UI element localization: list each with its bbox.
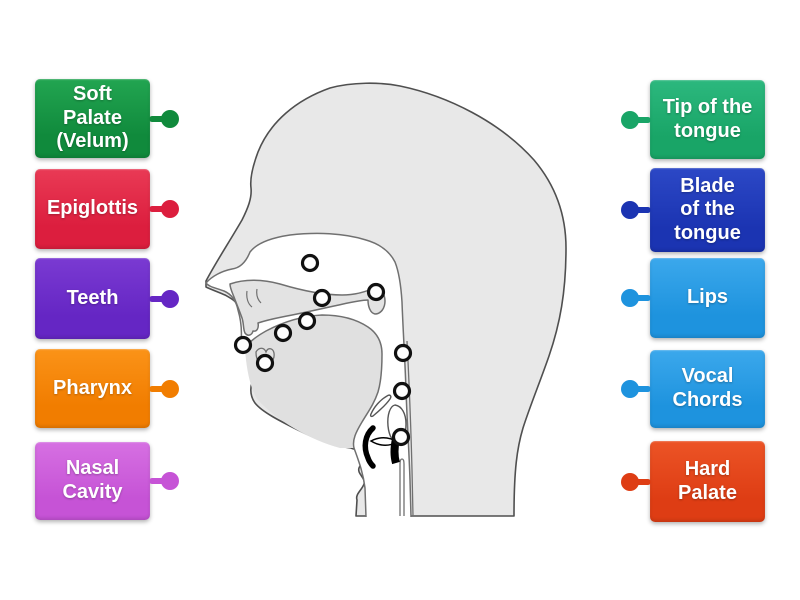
connector-dot <box>161 200 179 218</box>
label-text: Lips <box>686 286 729 309</box>
target-marker[interactable] <box>273 323 293 343</box>
connector-stub <box>634 386 651 392</box>
target-marker[interactable] <box>312 288 332 308</box>
label-text: Hard Palate <box>678 457 737 504</box>
label-chip-soft-palate-velum[interactable]: Soft Palate (Velum) <box>35 79 179 158</box>
label-text: Vocal Chords <box>672 365 743 411</box>
epiglottis-flap <box>369 394 392 418</box>
connector-stub <box>149 295 166 302</box>
target-marker[interactable] <box>391 427 411 447</box>
label-chip-pharynx[interactable]: Pharynx <box>35 349 179 428</box>
target-marker[interactable] <box>392 381 412 401</box>
connector-dot <box>621 201 639 219</box>
label-text: Tip of the tongue <box>662 95 753 142</box>
maxilla-detail <box>246 288 262 308</box>
label-text: Soft Palate (Velum) <box>56 83 129 153</box>
connector-stub <box>149 115 166 122</box>
target-marker[interactable] <box>255 353 275 373</box>
connector-dot <box>621 289 639 307</box>
target-marker[interactable] <box>297 311 317 331</box>
target-markers <box>233 253 413 447</box>
label-chip-tip-of-the-tongue[interactable]: Tip of the tongue <box>621 80 765 159</box>
target-marker[interactable] <box>366 282 386 302</box>
label-chip-teeth[interactable]: Teeth <box>35 258 179 339</box>
label-text: Pharynx <box>53 376 132 399</box>
connector-dot <box>161 379 179 398</box>
connector-stub <box>634 295 651 301</box>
target-marker[interactable] <box>233 335 253 355</box>
connector-stub <box>634 207 651 213</box>
tongue-shade <box>245 315 382 448</box>
connector-stub <box>149 478 166 484</box>
connector-dot <box>621 380 639 398</box>
connector-dot <box>161 289 179 308</box>
label-chip-nasal-cavity[interactable]: Nasal Cavity <box>35 442 179 520</box>
connector-stub <box>149 385 166 392</box>
label-chip-vocal-chords[interactable]: Vocal Chords <box>621 350 765 428</box>
connector-dot <box>161 472 179 490</box>
label-text: Epiglottis <box>46 197 139 220</box>
target-marker[interactable] <box>393 343 413 363</box>
palate-maxilla <box>229 279 386 336</box>
label-chip-epiglottis[interactable]: Epiglottis <box>35 169 179 249</box>
label-text: Teeth <box>66 286 119 309</box>
target-marker[interactable] <box>300 253 320 273</box>
label-chip-lips[interactable]: Lips <box>621 258 765 338</box>
airway-outline <box>205 232 412 518</box>
label-text: Nasal Cavity <box>62 457 123 503</box>
thyroid-crescent <box>362 425 376 469</box>
label-chip-hard-palate[interactable]: Hard Palate <box>621 441 765 522</box>
connector-dot <box>161 109 179 128</box>
label-chip-blade-of-the-tongue[interactable]: Blade of the tongue <box>621 168 765 252</box>
connector-dot <box>621 110 639 129</box>
connector-stub <box>634 478 651 485</box>
esophagus-line <box>399 458 405 516</box>
connector-dot <box>621 472 639 491</box>
connector-stub <box>149 206 166 212</box>
connector-stub <box>634 116 651 123</box>
label-text: Blade of the tongue <box>674 174 741 244</box>
